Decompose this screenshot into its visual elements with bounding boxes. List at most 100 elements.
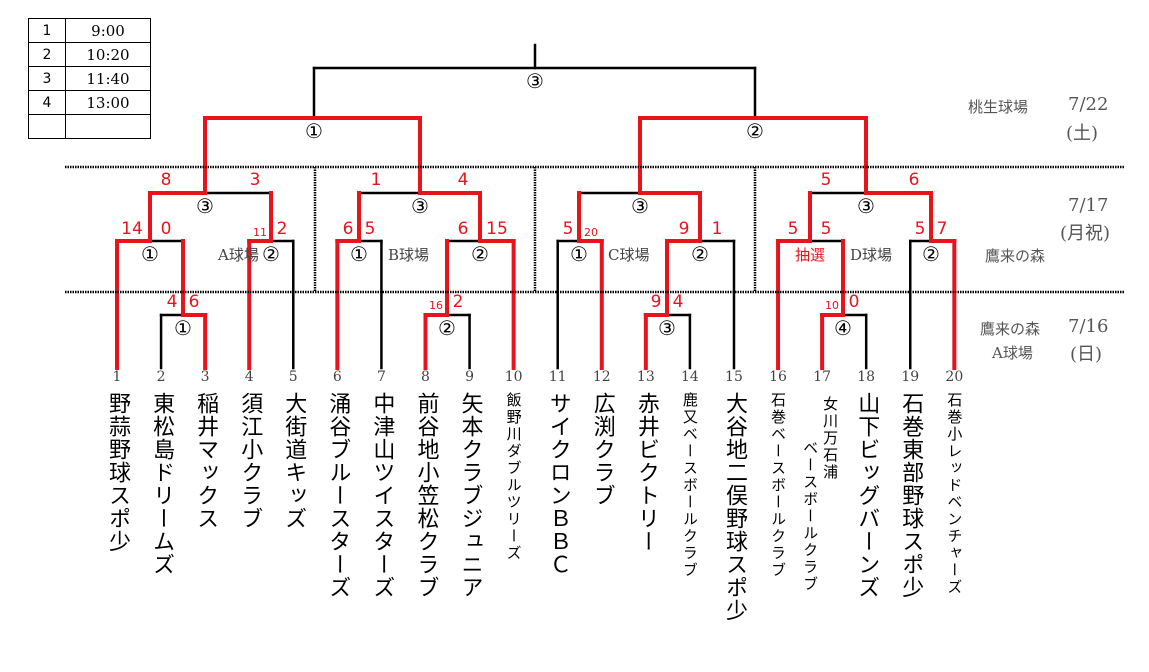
game-time: 9:00 (65, 18, 151, 43)
score: 7 (936, 219, 948, 239)
score: 0 (848, 292, 860, 312)
final-date: 7/22 (1068, 94, 1109, 115)
team-number: 12 (592, 369, 611, 385)
team-name: 中津山ツイスターズ (369, 392, 395, 599)
team-number: 18 (857, 369, 876, 385)
score: 5 (914, 219, 926, 239)
team-name: 女川万石浦 (821, 396, 840, 481)
score: 2 (452, 292, 464, 312)
team-name: 前谷地小笠松クラブ (413, 392, 439, 599)
r2-venue: 鷹来の森 (985, 247, 1046, 265)
score: 14 (121, 219, 143, 239)
game-number (28, 114, 66, 139)
r1-venue: 鷹来の森 (980, 320, 1041, 338)
score: 6 (188, 292, 200, 312)
score: 6 (457, 219, 469, 239)
score: 5 (820, 170, 832, 190)
team-number: 20 (945, 369, 964, 385)
team-name: 稲井マックス (193, 392, 219, 530)
match-number: ③ (196, 194, 214, 218)
team-name: 山下ビッグバーンズ (854, 392, 880, 599)
venue-d: D球場 (850, 246, 893, 264)
r1-day: (日) (1070, 344, 1103, 365)
score: 11 (253, 226, 267, 239)
score: 1 (370, 170, 382, 190)
game-number: 2 (28, 42, 66, 67)
score: 4 (166, 292, 178, 312)
schedule-row (28, 114, 151, 139)
match-number: ③ (631, 194, 649, 218)
team-number: 3 (200, 369, 210, 385)
game-time (65, 114, 151, 139)
score: 5 (364, 219, 376, 239)
team-number: 9 (465, 369, 475, 385)
score: 9 (678, 219, 690, 239)
score: 5 (562, 219, 574, 239)
match-number: ① (141, 242, 159, 266)
venue-c: C球場 (608, 246, 650, 264)
team-name: 石巻小レッドベンチャーズ (945, 392, 964, 596)
score: 6 (908, 170, 920, 190)
score: 6 (342, 219, 354, 239)
team-number: 17 (813, 369, 832, 385)
team-name: 赤井ビクトリー (633, 392, 659, 553)
team-name: サイクロンＢＢＣ (545, 392, 571, 576)
team-number: 6 (332, 369, 342, 385)
score: 10 (825, 299, 839, 312)
match-number: ① (350, 242, 368, 266)
team-number: 15 (725, 369, 743, 385)
team-name: 大谷地二俣野球スポ少 (721, 392, 747, 622)
venue-a: A球場 (218, 246, 259, 264)
match-number: ① (174, 316, 192, 340)
score: 16 (429, 299, 443, 312)
team-number: 14 (680, 369, 699, 385)
r2-date: 7/17 (1068, 195, 1109, 216)
match-number: ③ (411, 194, 429, 218)
match-number: ③ (526, 69, 544, 93)
game-time: 11:40 (65, 66, 151, 91)
team-name: 飯野川ダブルツリーズ (504, 392, 523, 562)
match-number: ② (691, 242, 709, 266)
score: 3 (249, 170, 261, 190)
score: 4 (672, 292, 684, 312)
r1-field: A球場 (992, 344, 1033, 362)
match-number: ② (471, 242, 489, 266)
team-name: 広渕クラブ (589, 392, 615, 507)
team-number: 10 (504, 369, 523, 385)
score: 4 (457, 170, 469, 190)
team-number: 4 (244, 369, 254, 385)
game-number: 1 (28, 18, 66, 43)
team-name: 須江小クラブ (237, 392, 263, 530)
game-time: 10:20 (65, 42, 151, 67)
team-name: 鹿又ベースボールクラブ (680, 392, 699, 579)
venue-b: B球場 (388, 246, 430, 264)
team-name: 大街道キッズ (281, 392, 307, 530)
team-name: 野蒜野球スポ少 (105, 392, 130, 553)
game-number: 4 (28, 90, 66, 115)
match-number: ② (746, 119, 764, 143)
team-name: 石巻ベースボールクラブ (769, 392, 788, 579)
match-number: ② (438, 316, 456, 340)
score: 20 (584, 226, 598, 239)
score: 0 (160, 219, 172, 239)
team-number: 8 (421, 369, 430, 385)
team-name: 矢本クラブジュニア (457, 392, 483, 599)
match-number: ① (305, 119, 323, 143)
team-number: 19 (901, 369, 920, 385)
team-name: 石巻東部野球スポ少 (898, 392, 924, 599)
match-number: ④ (834, 316, 852, 340)
score: 2 (276, 219, 288, 239)
match-number: ③ (658, 316, 676, 340)
team-number: 16 (769, 369, 787, 385)
team-number: 13 (636, 369, 655, 385)
final-day: (土) (1066, 123, 1099, 144)
lottery-label: 抽選 (795, 246, 826, 264)
final-venue: 桃生球場 (968, 98, 1029, 116)
team-number: 5 (288, 369, 298, 385)
